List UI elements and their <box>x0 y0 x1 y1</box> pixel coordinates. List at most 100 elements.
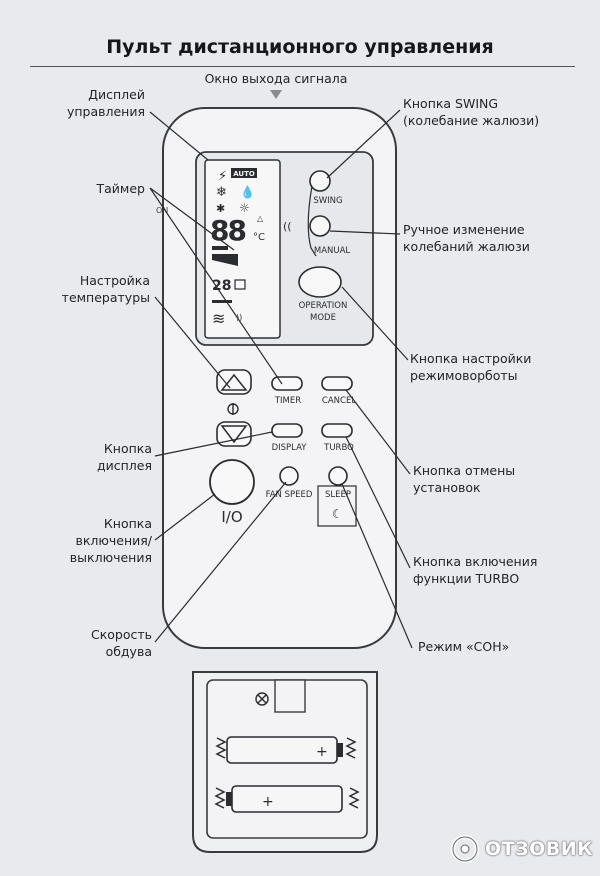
swing-button-label: SWING <box>313 196 342 206</box>
callout-power-line-3: выключения <box>69 550 152 565</box>
cancel-button-label: CANCEL <box>322 396 356 406</box>
moon-icon: ☾ <box>332 507 343 521</box>
mode-label: MODE <box>310 313 336 323</box>
callout-turbo: Кнопка включения функции TURBO <box>413 553 537 587</box>
callout-fan-speed-line-1: Скорость <box>90 627 152 642</box>
leader-manual <box>329 230 401 235</box>
leader-timer <box>149 187 235 251</box>
callout-mode: Кнопка настройки режимоворботы <box>410 350 531 384</box>
timer-button-label: TIMER <box>274 396 301 406</box>
arrow-up-icon <box>220 373 248 391</box>
lcd-bar-small <box>212 300 232 303</box>
sleep-button[interactable] <box>328 466 348 486</box>
callout-timer: Таймер <box>97 180 145 197</box>
callout-sleep-line-1: Режим «СОН» <box>418 639 510 654</box>
display-button[interactable] <box>271 423 303 438</box>
fan-speed-button-label: FAN SPEED <box>266 490 313 500</box>
spring-icon-3 <box>214 787 226 809</box>
leader-cancel <box>345 389 411 475</box>
battery-bottom-terminal <box>226 792 232 806</box>
lcd-ramp-icon <box>212 254 238 266</box>
turbo-button-label: TURBO <box>323 443 354 453</box>
operation-mode-button[interactable] <box>298 266 342 298</box>
watermark-text: ОТЗОВИК <box>485 838 594 860</box>
callout-power-line-1: Кнопка <box>103 516 152 531</box>
temp-down-button[interactable] <box>216 421 252 447</box>
timer-button[interactable] <box>271 376 303 391</box>
lcd-auto-text: AUTO <box>233 170 255 178</box>
callout-power-line-2: включения/ <box>75 533 152 548</box>
battery-bottom-plus-icon: + <box>262 794 274 810</box>
drop-icon: 💧 <box>240 185 255 199</box>
leader-timer-extended <box>149 187 283 385</box>
swing-wave-icon: (( <box>283 220 292 233</box>
callout-mode-line-1: Кнопка настройки <box>410 351 532 366</box>
page-title: Пульт дистанционного управления <box>106 36 494 58</box>
callout-mode-line-2: режимоворботы <box>410 368 518 383</box>
operation-label: OPERATION <box>299 301 348 311</box>
callout-display-line-2: управления <box>66 104 145 119</box>
manual-button-label: MANUAL <box>314 246 351 256</box>
leader-sleep <box>341 483 413 649</box>
callout-manual: Ручное изменение колебаний жалюзи <box>403 221 530 255</box>
lcd-triangle-icon: △ <box>257 214 264 223</box>
leader-display-button <box>154 431 273 457</box>
spring-icon <box>215 737 227 759</box>
callout-temperature-line-2: температуры <box>61 290 150 305</box>
display-button-label: DISPLAY <box>272 443 308 453</box>
lcd-signal-icon: )) <box>236 313 242 322</box>
temp-up-button[interactable] <box>216 369 252 395</box>
battery-bottom <box>231 785 343 813</box>
screw-icon <box>255 692 269 706</box>
leader-mode <box>341 286 409 361</box>
otzovik-logo-icon <box>451 835 479 863</box>
sleep-frame <box>317 485 357 527</box>
turbo-button[interactable] <box>321 423 353 438</box>
callout-turbo-line-1: Кнопка включения <box>413 554 538 569</box>
callout-cancel-line-1: Кнопка отмены <box>413 463 516 478</box>
callout-swing-line-2: (колебание жалюзи) <box>403 113 540 128</box>
watermark: ОТЗОВИК <box>450 832 593 866</box>
callout-sleep: Режим «СОН» <box>418 638 509 655</box>
on-label: ON <box>156 206 168 215</box>
lcd-bar <box>212 246 228 250</box>
callout-cancel: Кнопка отмены установок <box>413 462 515 496</box>
power-button-label: I/O <box>221 508 242 526</box>
bolt-icon: ⚡ <box>218 169 227 184</box>
callout-display: Дисплей управления <box>67 86 145 120</box>
callout-display-button-line-2: дисплея <box>96 458 152 473</box>
battery-top-plus-icon: + <box>316 744 328 760</box>
callout-timer-line-1: Таймер <box>96 181 145 196</box>
cancel-button[interactable] <box>321 376 353 391</box>
callout-manual-line-2: колебаний жалюзи <box>403 239 530 254</box>
callout-power: Кнопка включения/ выключения <box>70 515 152 566</box>
fan-speed-button[interactable] <box>279 466 299 486</box>
power-button[interactable] <box>209 459 255 505</box>
lcd-auto-badge <box>231 168 257 178</box>
sleep-button-label: SLEEP <box>325 490 351 500</box>
leader-lines <box>149 109 413 649</box>
callout-swing: Кнопка SWING (колебание жалюзи) <box>403 95 539 129</box>
screw-slot-b <box>257 694 267 704</box>
arrow-down-icon <box>220 425 248 444</box>
signal-window-label: Окно выхода сигнала <box>205 71 348 86</box>
callout-cancel-line-2: установок <box>413 480 481 495</box>
lcd-clock-icon <box>234 279 246 290</box>
callout-fan-speed-line-2: обдува <box>105 644 152 659</box>
leader-temperature <box>154 296 231 389</box>
callout-manual-line-1: Ручное изменение <box>403 222 525 237</box>
lcd-celsius: °C <box>253 232 265 243</box>
manual-button[interactable] <box>309 215 331 237</box>
lcd-temperature-digits: 88 <box>210 214 245 247</box>
swing-button[interactable] <box>309 170 331 192</box>
leader-fan-speed <box>154 481 287 643</box>
callout-temperature: Настройка температуры <box>62 272 150 306</box>
lcd-swing-icon: ≋ <box>212 309 225 328</box>
callout-turbo-line-2: функции TURBO <box>413 571 520 586</box>
spring-icon-2 <box>345 737 357 759</box>
leader-power <box>154 493 216 541</box>
leader-swing <box>326 109 401 179</box>
lcd-screen <box>204 159 281 339</box>
signal-arrow-icon <box>270 90 282 99</box>
